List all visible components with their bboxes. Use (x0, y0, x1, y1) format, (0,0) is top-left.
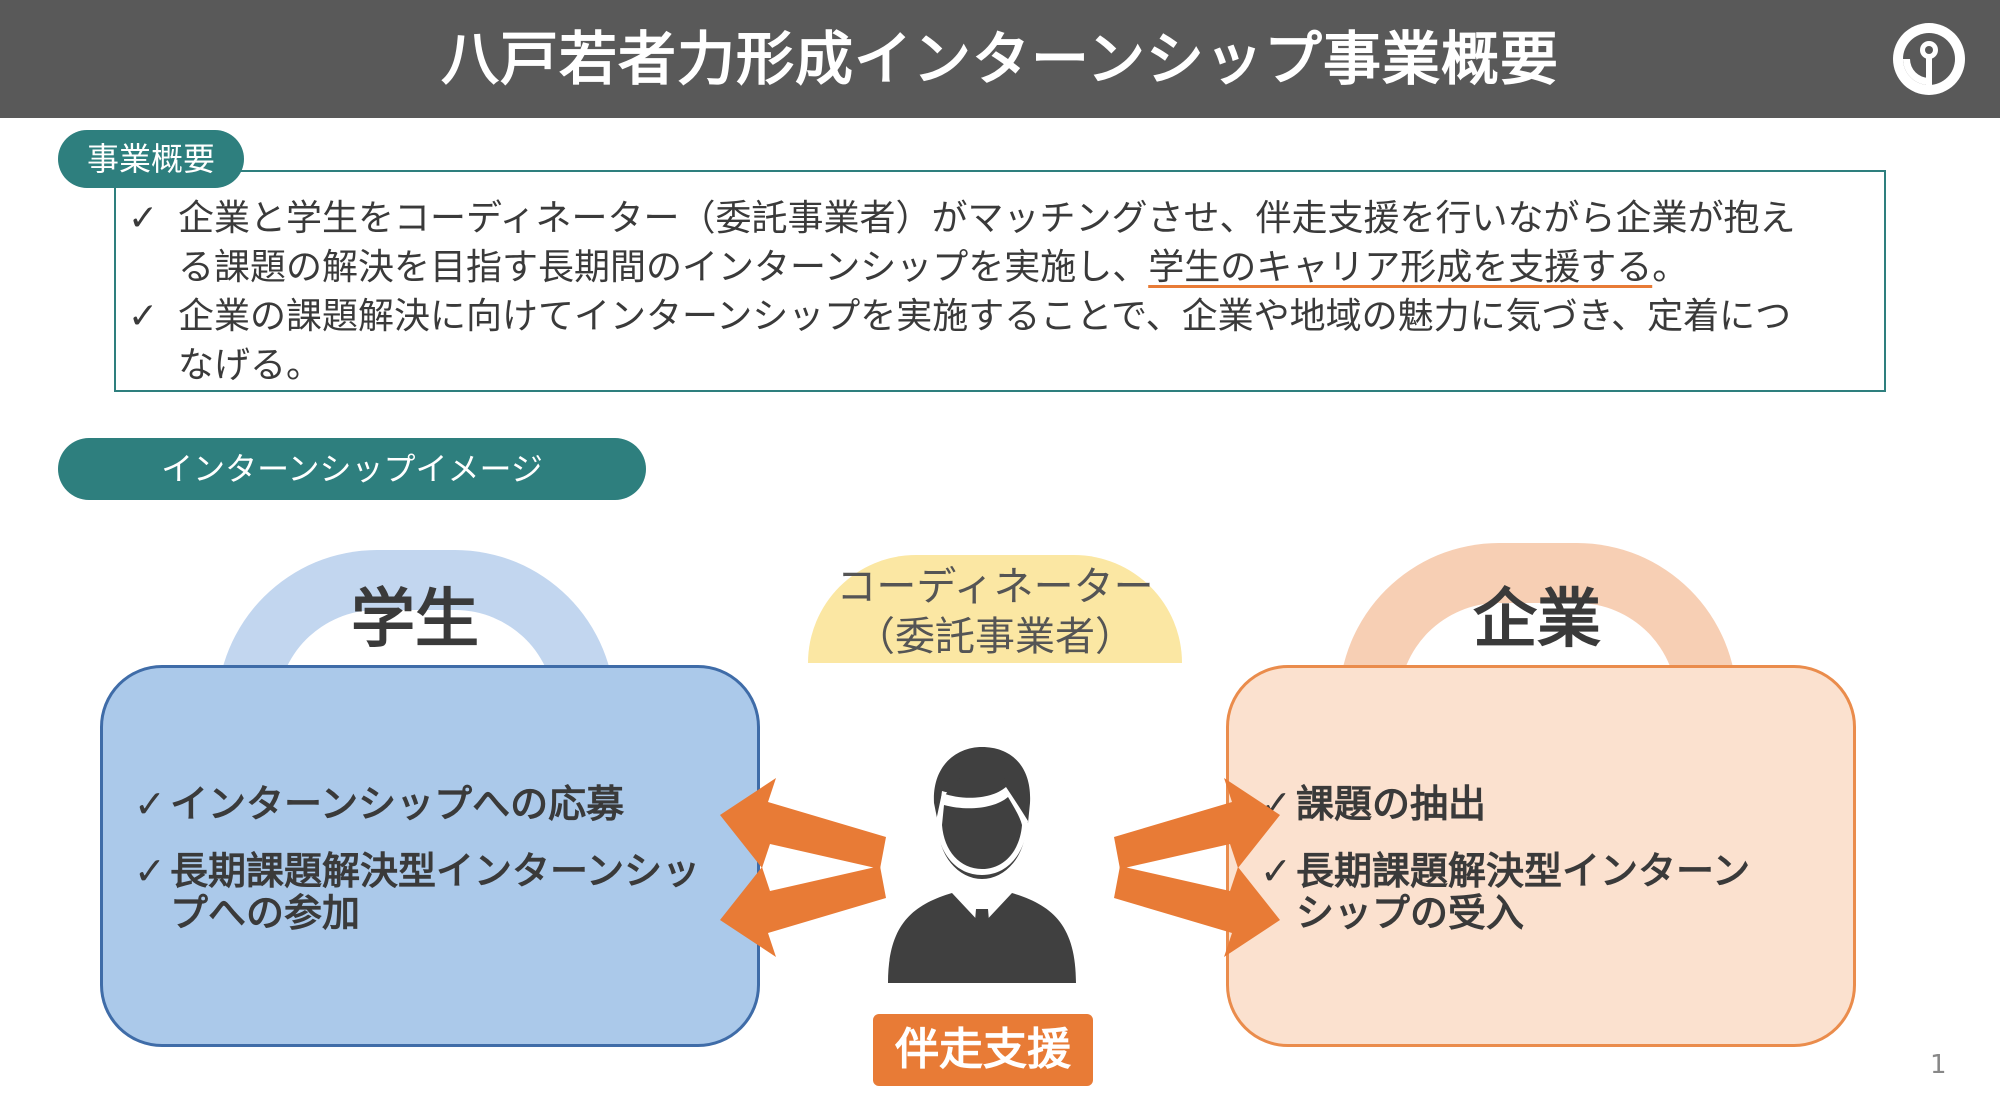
check-icon: ✓ (128, 198, 159, 239)
student-item-2-text: 長期課題解決型インターンシッ プへの参加 (170, 850, 700, 934)
support-arrows (720, 778, 1280, 957)
company-item-2-text: 長期課題解決型インターン シップの受入 (1296, 850, 1750, 934)
company-item-2-line-1: 長期課題解決型インターン (1296, 849, 1751, 893)
check-icon: ✓ (134, 782, 166, 826)
bullet-1-line-1: 企業と学生をコーディネーター（委託事業者）がマッチングさせ、伴走支援を行いながら… (178, 198, 1796, 239)
arrow-to-student-lower (720, 866, 886, 957)
student-item-2-line-1: 長期課題解決型インターンシッ (170, 849, 701, 893)
internship-image-label: インターンシップイメージ (58, 438, 646, 500)
check-icon: ✓ (134, 849, 166, 893)
student-item-2-line-2: プへの参加 (170, 891, 361, 935)
arrow-to-company-lower (1114, 866, 1280, 957)
check-icon: ✓ (128, 296, 159, 337)
coordinator-dome (808, 555, 1182, 663)
company-item-2-line-2: シップの受入 (1296, 891, 1525, 935)
student-card (100, 665, 760, 1047)
student-label: 学生 (351, 583, 479, 657)
coordinator-line-1: コーディネーター (836, 564, 1154, 610)
header-bar (0, 0, 2000, 118)
bullet-1-line-2-end: 。 (1652, 247, 1689, 288)
page-title: 八戸若者力形成インターンシップ事業概要 (440, 25, 1560, 93)
company-card (1226, 665, 1856, 1047)
check-icon: ✓ (1260, 849, 1292, 893)
hachinohe-city-emblem-icon (1893, 23, 1965, 95)
bullet-2-line-1: 企業の課題解決に向けてインターンシップを実施することで、企業や地域の魅力に気づき… (178, 296, 1792, 337)
businessman-icon (888, 747, 1076, 983)
student-item-1-text: インターンシップへの応募 (170, 782, 625, 826)
coordinator-label: コーディネーター （委託事業者） (780, 562, 1210, 662)
career-support-emphasis: 学生のキャリア形成を支援する (1148, 247, 1653, 288)
arrow-to-student-upper (720, 778, 886, 869)
overview-box (114, 170, 1886, 392)
arrow-to-company-upper (1114, 778, 1280, 869)
company-item-1-text: 課題の抽出 (1296, 782, 1487, 826)
coordinator-line-2: （委託事業者） (855, 614, 1135, 660)
bullet-1-line-2-text: る課題の解決を目指す長期間のインターンシップを実施し、 (178, 247, 1149, 288)
bullet-2-line-2: なげる。 (178, 345, 323, 386)
company-label: 企業 (1473, 583, 1601, 657)
overview-label: 事業概要 (58, 130, 244, 188)
page-number: 1 (1930, 1050, 1947, 1080)
accompanying-support-label: 伴走支援 (873, 1014, 1093, 1086)
bullet-1-line-2: る課題の解決を目指す長期間のインターンシップを実施し、学生のキャリア形成を支援す… (178, 243, 1868, 292)
